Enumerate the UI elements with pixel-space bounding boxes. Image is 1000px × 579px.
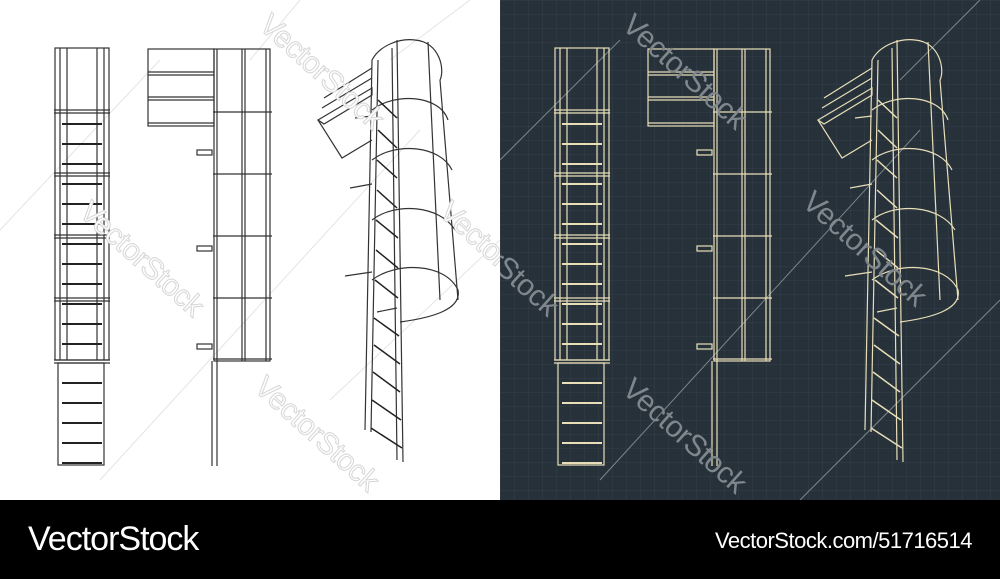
side-view-drawing: [647, 48, 772, 466]
front-view-rungs: [62, 123, 102, 464]
grid-background: [500, 0, 1000, 500]
isometric-view-rungs: [870, 99, 903, 449]
isometric-view-drawing: [316, 39, 459, 463]
isometric-view-drawing: [816, 39, 959, 463]
image-url: VectorStock.com/51716514: [714, 528, 973, 553]
front-view-drawing: [54, 47, 110, 466]
side-view-drawing: [147, 48, 272, 466]
front-view-rungs: [562, 123, 602, 464]
brand-logo: VectorStock: [28, 520, 199, 558]
light-drawings: [0, 0, 500, 481]
dark-drawings: [500, 0, 1000, 500]
footer-bar: VectorStock VectorStock.com/51716514: [0, 500, 1000, 579]
light-blueprint-panel: VectorStock VectorStock VectorStock Vect…: [0, 0, 500, 500]
isometric-view-rungs: [370, 99, 403, 449]
dark-blueprint-panel: VectorStock VectorStock VectorStock Vect…: [500, 0, 1000, 500]
